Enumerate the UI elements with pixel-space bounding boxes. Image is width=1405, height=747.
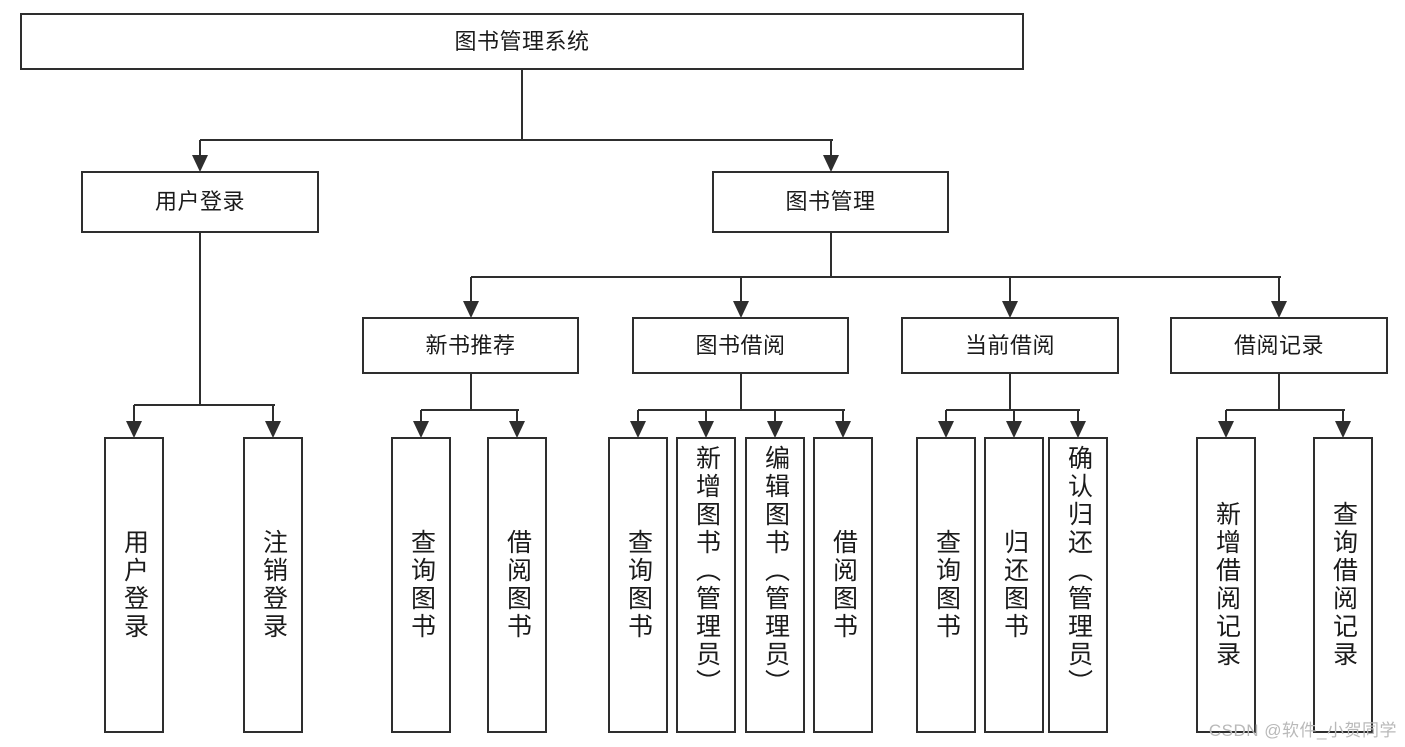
connector-line xyxy=(199,233,201,405)
node-leaf-logout[interactable]: 注销登录 xyxy=(243,437,303,733)
node-leaf-edit-book[interactable]: 编辑图书（管理员） xyxy=(745,437,805,733)
node-label: 归还图书 xyxy=(1000,529,1029,641)
arrowhead-icon xyxy=(1002,301,1018,318)
node-label: 查询图书 xyxy=(624,529,653,641)
connector-line xyxy=(272,405,274,436)
node-label: 借阅图书 xyxy=(829,529,858,641)
arrowhead-icon xyxy=(192,155,208,172)
node-label: 图书借阅 xyxy=(695,332,786,358)
node-label: 当前借阅 xyxy=(964,332,1055,358)
connector-line xyxy=(1278,374,1280,410)
connector-line xyxy=(829,233,832,277)
connector-line xyxy=(1226,409,1345,411)
node-label: 借阅记录 xyxy=(1233,332,1324,358)
node-leaf-query-book-2[interactable]: 查询图书 xyxy=(608,437,668,733)
node-user-login[interactable]: 用户登录 xyxy=(81,171,319,233)
connector-line xyxy=(638,409,845,411)
arrowhead-icon xyxy=(732,301,749,318)
connector-line xyxy=(470,276,1281,278)
connector-line xyxy=(133,405,135,436)
connector-line xyxy=(134,404,275,406)
node-leaf-add-book[interactable]: 新增图书（管理员） xyxy=(676,437,736,733)
arrowhead-icon xyxy=(462,301,479,318)
node-leaf-confirm-return[interactable]: 确认归还（管理员） xyxy=(1048,437,1108,733)
node-current-borrow[interactable]: 当前借阅 xyxy=(901,317,1119,374)
arrowhead-icon xyxy=(265,421,281,438)
node-leaf-query-record[interactable]: 查询借阅记录 xyxy=(1313,437,1373,733)
node-book-borrow[interactable]: 图书借阅 xyxy=(632,317,849,374)
arrowhead-icon xyxy=(126,421,142,438)
watermark-text: CSDN @软件_小贺同学 xyxy=(1208,721,1397,740)
node-label: 编辑图书（管理员） xyxy=(761,445,790,697)
arrowhead-icon xyxy=(1335,421,1351,438)
arrowhead-icon xyxy=(509,421,525,438)
arrowhead-icon xyxy=(1070,421,1086,438)
node-label: 新书推荐 xyxy=(425,332,516,358)
node-label: 图书管理系统 xyxy=(454,28,590,54)
arrowhead-icon xyxy=(1218,421,1234,438)
node-leaf-borrow-book-1[interactable]: 借阅图书 xyxy=(487,437,547,733)
node-label: 用户登录 xyxy=(120,529,149,641)
connector-line xyxy=(1009,277,1011,316)
arrowhead-icon xyxy=(630,421,646,438)
connector-line xyxy=(521,70,523,140)
node-leaf-borrow-book-2[interactable]: 借阅图书 xyxy=(813,437,873,733)
connector-line xyxy=(200,139,833,141)
node-book-manage[interactable]: 图书管理 xyxy=(712,171,949,233)
arrowhead-icon xyxy=(1271,301,1287,318)
node-label: 查询图书 xyxy=(407,529,436,641)
arrowhead-icon xyxy=(1006,421,1022,438)
connector-line xyxy=(739,277,742,316)
connector-line xyxy=(469,277,472,316)
arrowhead-icon xyxy=(938,421,954,438)
node-label: 注销登录 xyxy=(259,529,288,641)
node-leaf-user-login[interactable]: 用户登录 xyxy=(104,437,164,733)
node-label: 新增借阅记录 xyxy=(1212,501,1241,669)
node-label: 用户登录 xyxy=(154,189,245,215)
connector-line xyxy=(739,374,742,410)
node-leaf-query-book-1[interactable]: 查询图书 xyxy=(391,437,451,733)
connector-line xyxy=(469,374,472,410)
node-root-system[interactable]: 图书管理系统 xyxy=(20,13,1024,70)
connector-line xyxy=(421,409,519,411)
node-leaf-return-book[interactable]: 归还图书 xyxy=(984,437,1044,733)
arrowhead-icon xyxy=(835,421,851,438)
node-label: 借阅图书 xyxy=(503,529,532,641)
node-leaf-add-record[interactable]: 新增借阅记录 xyxy=(1196,437,1256,733)
arrowhead-icon xyxy=(767,421,783,438)
node-borrow-record[interactable]: 借阅记录 xyxy=(1170,317,1388,374)
node-label: 确认归还（管理员） xyxy=(1064,445,1093,697)
node-label: 新增图书（管理员） xyxy=(692,445,721,697)
connector-line xyxy=(1009,374,1011,410)
connector-line xyxy=(1278,277,1280,316)
node-leaf-query-book-3[interactable]: 查询图书 xyxy=(916,437,976,733)
node-new-book-recommend[interactable]: 新书推荐 xyxy=(362,317,579,374)
node-label: 图书管理 xyxy=(785,189,876,215)
arrowhead-icon xyxy=(822,155,839,172)
arrowhead-icon xyxy=(698,421,714,438)
arrowhead-icon xyxy=(413,421,429,438)
node-label: 查询图书 xyxy=(932,529,961,641)
node-label: 查询借阅记录 xyxy=(1329,501,1358,669)
